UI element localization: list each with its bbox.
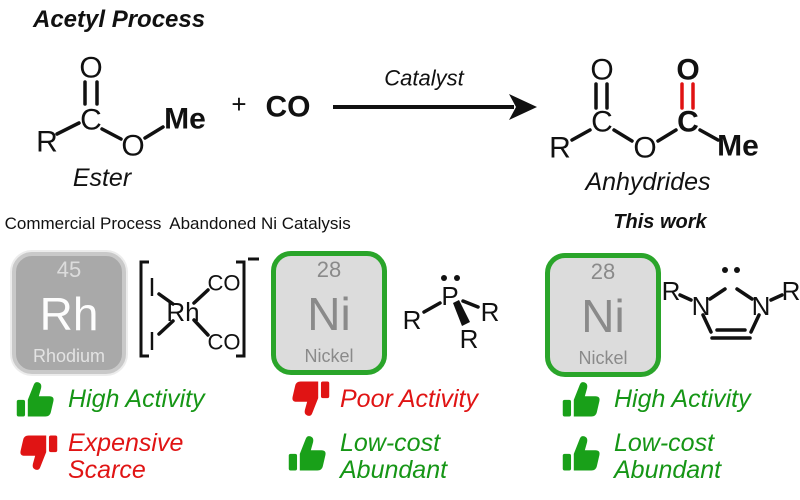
iodide-ligand-1: I — [148, 272, 155, 302]
thumbs-up-icon — [562, 436, 600, 471]
phosphine-lone-pair — [441, 275, 460, 281]
thumbs-up-icon — [562, 382, 600, 417]
anhydride-oxygen-1: O — [590, 54, 613, 87]
anhydride-r-group: R — [549, 132, 571, 165]
carbon-monoxide: CO — [266, 91, 311, 124]
ester-carbonyl-oxygen: O — [79, 52, 102, 85]
point-line: High Activity — [614, 385, 751, 413]
carbonyl-ligand-1: CO — [208, 271, 241, 296]
atomic-number: 45 — [56, 257, 82, 282]
element-name: Nickel — [304, 346, 354, 366]
anhydride-carbon-2: C — [677, 106, 699, 139]
point-line: Poor Activity — [340, 385, 479, 413]
ester-r-group: R — [36, 126, 58, 159]
element-tile-rhodium: 45 Rh Rhodium — [12, 252, 126, 374]
anhydride-bridge-oxygen: O — [633, 132, 656, 165]
column-header-this-work: This work — [613, 211, 707, 233]
nhc-nitrogen-2: N — [752, 291, 771, 321]
element-symbol: Ni — [581, 290, 625, 342]
point-line: Low-cost — [614, 429, 715, 457]
element-tile-nickel-abandoned: 28 Ni Nickel — [271, 251, 387, 375]
atomic-number: 28 — [316, 257, 342, 282]
anhydride-bonds — [570, 82, 720, 143]
catalyst-label: Catalyst — [384, 66, 464, 91]
anhydride-carbon-1: C — [591, 106, 613, 139]
point-text: High Activity — [68, 386, 205, 413]
element-name: Rhodium — [32, 346, 106, 366]
point-line: Abundant — [340, 456, 448, 484]
point-text: Low-cost Abundant — [614, 430, 721, 484]
phosphine-bonds — [422, 299, 480, 326]
nhc-nitrogen-1: N — [692, 291, 711, 321]
column-header-abandoned: Abandoned Ni Catalysis — [169, 214, 351, 233]
thumbs-down-icon — [292, 381, 330, 416]
point-text: Poor Activity — [340, 386, 478, 413]
rhodium-complex-structure: I I Rh CO CO — [139, 257, 259, 358]
ester-caption: Ester — [73, 164, 133, 192]
point-text: Expensive Scarce — [68, 430, 183, 484]
point-line: Low-cost — [340, 429, 441, 457]
figure-title: Acetyl Process — [33, 6, 206, 33]
ester-ether-oxygen: O — [121, 130, 144, 163]
point-line: Abundant — [614, 456, 722, 484]
carbonyl-ligand-2: CO — [208, 330, 241, 355]
point-line: High Activity — [68, 385, 205, 413]
element-symbol: Rh — [39, 288, 99, 340]
point-line: Scarce — [68, 456, 146, 484]
carbene-lone-pair — [722, 267, 740, 273]
thumbs-down-icon — [20, 435, 58, 470]
rh-complex-bonds — [157, 288, 210, 337]
phosphine-r1: R — [403, 305, 422, 335]
reaction-arrow — [333, 94, 537, 120]
phosphine-r2: R — [481, 297, 500, 327]
nhc-bonds — [678, 287, 784, 340]
column-header-commercial: Commercial Process — [4, 214, 162, 233]
point-text: High Activity — [614, 386, 751, 413]
element-tile-nickel-this-work: 28 Ni Nickel — [545, 253, 661, 377]
point-line: Expensive — [68, 429, 184, 457]
nhc-r2: R — [782, 276, 800, 306]
ester-bonds — [55, 80, 165, 141]
thumbs-up-icon — [288, 436, 326, 471]
element-symbol: Ni — [307, 288, 351, 340]
phosphine-r3: R — [460, 324, 479, 354]
anhydride-methyl-group: Me — [717, 130, 759, 163]
nhc-r1: R — [662, 276, 681, 306]
ester-methyl-group: Me — [164, 103, 206, 136]
rhodium-center: Rh — [166, 297, 199, 327]
ester-carbonyl-carbon: C — [80, 104, 102, 137]
element-name: Nickel — [578, 348, 628, 368]
thumbs-up-icon — [16, 382, 54, 417]
iodide-ligand-2: I — [148, 326, 155, 356]
anhydride-caption: Anhydrides — [583, 168, 710, 196]
plus-sign: + — [231, 89, 246, 119]
point-text: Low-cost Abundant — [340, 430, 447, 484]
nhc-carbene-structure: R N N R — [662, 267, 800, 340]
anhydride-oxygen-2: O — [676, 54, 699, 87]
phosphorus-center: P — [441, 281, 458, 311]
phosphine-ligand-structure: P R R R — [403, 275, 500, 354]
atomic-number: 28 — [590, 259, 616, 284]
reaction-scheme: O C R O Me Ester + CO Catalyst R C O O C… — [36, 52, 759, 197]
